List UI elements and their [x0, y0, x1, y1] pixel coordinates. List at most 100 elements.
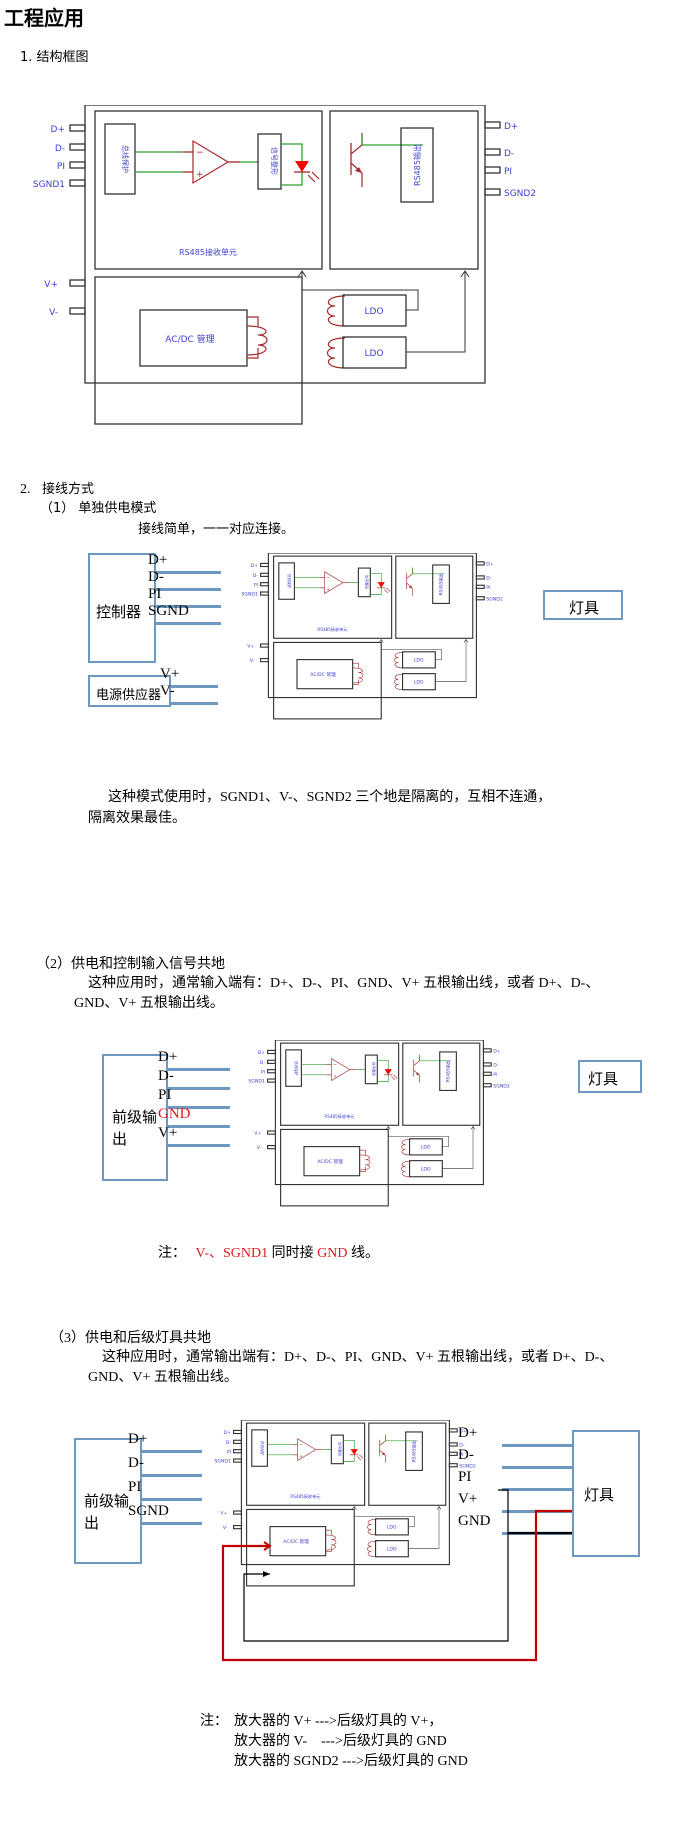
pin-pi [233, 1449, 242, 1454]
ldo2-wire [442, 1126, 474, 1169]
lamp-label: 灯具 [569, 599, 600, 617]
signal-shaping-label: 信号整形 [365, 575, 370, 590]
ldo2-wire [406, 272, 466, 353]
rs485-out-label: RS485输出 [412, 144, 422, 186]
mode1-block-svg: D+D-PISGND1V+V-D+D-PISGND2RS485接收单元总线保护−… [241, 552, 503, 720]
note-line-1: 放大器的 V+ --->后级灯具的 V+， [234, 1714, 443, 1729]
signal-shaping-label: 信号整形 [338, 1442, 343, 1457]
line-label: PI [458, 1469, 472, 1485]
line-label: D- [458, 1447, 474, 1463]
rs485-rx-unit [94, 110, 323, 270]
arrow-up-icon [463, 638, 469, 643]
opamp-minus: − [326, 576, 330, 581]
mode2-block-svg: D+D-PISGND1V+V-D+D-PISGND2RS485接收单元总线保护−… [248, 1039, 510, 1207]
ldo1-wire [301, 272, 419, 311]
connection-line [156, 622, 221, 625]
note-suffix: 线。 [347, 1246, 379, 1261]
arrow-up-icon [385, 1125, 391, 1130]
secondary-coil [401, 1160, 411, 1178]
opamp-plus: + [333, 1073, 337, 1079]
line-label: PI [158, 1087, 172, 1103]
led-ray [393, 1074, 398, 1079]
rs485-out-box [405, 1431, 423, 1472]
pin-pi [267, 1069, 276, 1074]
line-label: SGND [128, 1503, 169, 1519]
opamp-plus: + [326, 586, 330, 592]
mode2-heading: （2）供电和控制输入信号共地 [36, 957, 225, 972]
outer-frame [267, 552, 477, 699]
transistor-emitter [350, 162, 363, 187]
bus-protect-label: 总线保护 [121, 145, 130, 173]
rx-unit-label: RS485接收单元 [317, 626, 347, 632]
pin-label: PI [261, 1069, 265, 1075]
pin-sgnd2 [475, 596, 485, 601]
pin-v+ [233, 1510, 242, 1515]
acdc-box [303, 1146, 361, 1177]
mode1-subtitle: 接线简单，一一对应连接。 [138, 522, 295, 537]
transistor-emitter [413, 1069, 420, 1083]
signal-shaping-box [364, 1054, 378, 1085]
pin-pi [484, 166, 501, 174]
connection-line [168, 1087, 230, 1090]
connection-line [171, 685, 218, 688]
mode3-ground-wiring [221, 1489, 572, 1662]
ldo1-wire [387, 1126, 449, 1147]
acdc-label: AC/DC 管理 [310, 671, 336, 678]
connection-line [156, 605, 221, 608]
transformer-coil [246, 325, 268, 356]
pin-label: V+ [220, 1511, 227, 1517]
ldo2-wire [435, 639, 467, 682]
mode1-note-line2: 隔离效果最佳。 [88, 811, 186, 826]
pin-label: V- [49, 308, 58, 318]
pin-label: D- [486, 576, 492, 582]
pin-d- [448, 1442, 458, 1447]
rx-unit-label: RS485接收单元 [179, 247, 237, 257]
line-label: SGND [148, 603, 189, 619]
pin-label: D- [260, 1060, 266, 1066]
pin-pi [482, 1071, 492, 1076]
transformer-wire [359, 1166, 366, 1172]
arrow-up-icon [436, 1505, 442, 1510]
pin-label: D+ [224, 1430, 232, 1436]
secondary-coil [367, 1540, 377, 1558]
line-label: V- [160, 683, 175, 699]
led-icon [384, 1069, 392, 1075]
line-label: D+ [458, 1425, 478, 1441]
signal-shaping-box [357, 567, 371, 598]
ldo-label: LDO [364, 349, 383, 359]
line-label: D- [128, 1455, 144, 1471]
rs485-out-unit [402, 1042, 481, 1126]
pin-d- [484, 148, 501, 156]
secondary-coil [394, 652, 404, 669]
signal-shaping-label: 信号整形 [270, 147, 279, 175]
line-label: D+ [128, 1431, 148, 1447]
pin-d+ [69, 124, 86, 132]
secondary-coil [394, 673, 404, 691]
pin-label: D+ [258, 1050, 266, 1056]
block-diagram-svg: D+D-PISGND1V+V-D+D-PISGND2RS485接收单元总线保护−… [33, 104, 536, 425]
pin-label: D- [504, 149, 514, 159]
transistor-emitter [406, 582, 413, 596]
transistor-collector [413, 1054, 420, 1066]
pin-sgnd2 [448, 1463, 458, 1468]
opamp-triangle [192, 139, 230, 185]
note-prefix: 注： [158, 1246, 186, 1261]
line-label: V+ [160, 666, 180, 682]
pin-v+ [69, 279, 86, 287]
lamp-label: 灯具 [584, 1486, 615, 1504]
rx-unit-label: RS485接收单元 [324, 1113, 354, 1119]
source-label: 前级输出 [84, 1492, 130, 1532]
source-box: 前级输出 [102, 1054, 168, 1181]
bus-protect-box [251, 1429, 268, 1467]
acdc-unit [246, 1508, 355, 1587]
arrow-up-icon [351, 1505, 357, 1510]
ldo2-wire [408, 1506, 440, 1549]
rs485-out-label: RS485输出 [445, 1060, 451, 1082]
transformer-coil [325, 1534, 337, 1551]
bus-protect-label: 总线保护 [294, 1061, 299, 1076]
pin-v- [233, 1524, 242, 1530]
mode1-note-line1: 这种模式使用时，SGND1、V-、SGND2 三个地是隔离的，互相不连通， [108, 790, 552, 805]
rs485-rx-unit [280, 1042, 400, 1126]
